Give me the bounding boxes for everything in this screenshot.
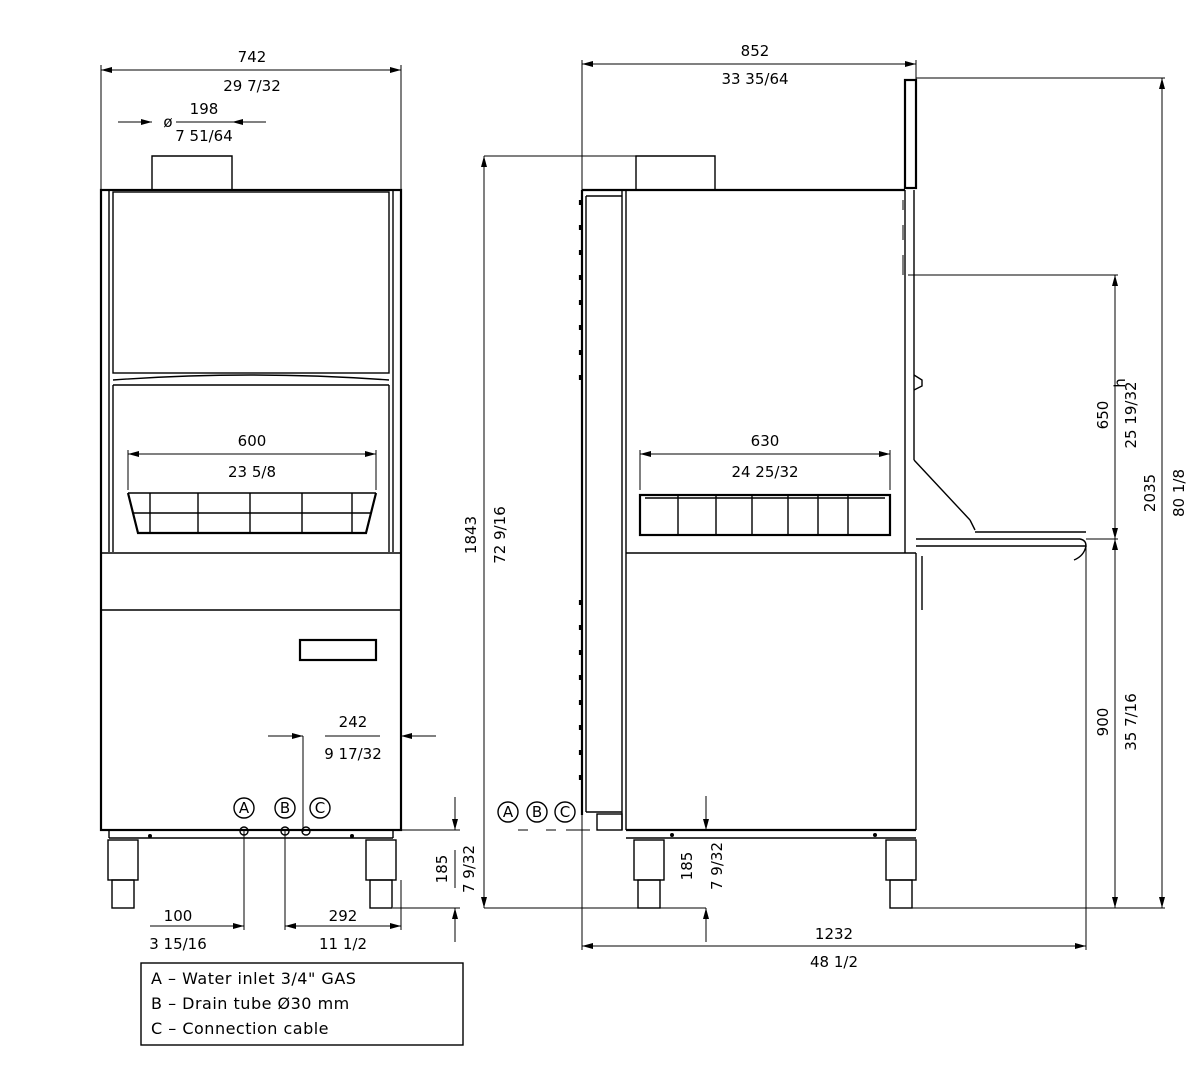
front-label-c: C [315, 799, 325, 817]
side-total-depth-mm: 1232 [815, 925, 853, 943]
side-hood-rail [902, 78, 1087, 561]
side-foot-left [633, 839, 665, 909]
side-label-c: C [560, 803, 570, 821]
side-table-mm: 900 [1094, 708, 1112, 737]
side-base-in: 7 9/32 [708, 842, 726, 890]
front-view: 742 29 7/32 ø 198 7 51/64 600 23 5/8 [99, 48, 478, 953]
side-height-in: 72 9/16 [491, 506, 509, 564]
side-height-mm: 1843 [462, 516, 480, 554]
side-basket [638, 493, 892, 537]
front-base-mm: 185 [433, 855, 451, 884]
legend-box: A – Water inlet 3/4" GAS B – Drain tube … [140, 962, 464, 1046]
side-depth-in: 33 35/64 [721, 70, 788, 88]
front-width-in: 29 7/32 [223, 77, 281, 95]
front-label-b: B [280, 799, 290, 817]
side-base-mm: 185 [678, 852, 696, 881]
front-basket-mm: 600 [238, 432, 267, 450]
side-open-in: 25 19/32 [1122, 381, 1140, 448]
legend-item-c: C – Connection cable [151, 1019, 329, 1038]
side-foot-right [885, 839, 917, 909]
front-conn-c-mm: 292 [329, 907, 358, 925]
side-open-mm: 650 [1094, 401, 1112, 430]
legend-item-a: A – Water inlet 3/4" GAS [151, 969, 356, 988]
side-label-b: B [532, 803, 542, 821]
front-base-in: 7 9/32 [460, 845, 478, 893]
front-basket-in: 23 5/8 [228, 463, 276, 481]
side-total-height-mm: 2035 [1141, 474, 1159, 512]
side-total-height-in: 80 1/8 [1170, 469, 1188, 517]
side-basket-in: 24 25/32 [731, 463, 798, 481]
front-width-mm: 742 [238, 48, 267, 66]
side-depth-mm: 852 [741, 42, 770, 60]
side-table-in: 35 7/16 [1122, 693, 1140, 751]
front-hood-in: 7 51/64 [175, 127, 233, 145]
front-offset-mm: 242 [339, 713, 368, 731]
front-conn-c-in: 11 1/2 [319, 935, 367, 953]
front-hood-symbol: ø [163, 113, 172, 131]
side-label-a: A [503, 803, 514, 821]
side-total-depth-in: 48 1/2 [810, 953, 858, 971]
front-conn-a-in: 3 15/16 [149, 935, 207, 953]
side-view: 852 33 35/64 [462, 42, 1188, 971]
front-hood-mm: 198 [190, 100, 219, 118]
side-open-symbol: h [1111, 378, 1129, 388]
front-offset-in: 9 17/32 [324, 745, 382, 763]
legend-item-b: B – Drain tube Ø30 mm [151, 994, 350, 1013]
front-foot-right [365, 839, 397, 909]
front-conn-a-mm: 100 [164, 907, 193, 925]
front-label-a: A [239, 799, 250, 817]
front-foot-left [107, 839, 139, 909]
front-basket [126, 492, 378, 535]
side-basket-mm: 630 [751, 432, 780, 450]
